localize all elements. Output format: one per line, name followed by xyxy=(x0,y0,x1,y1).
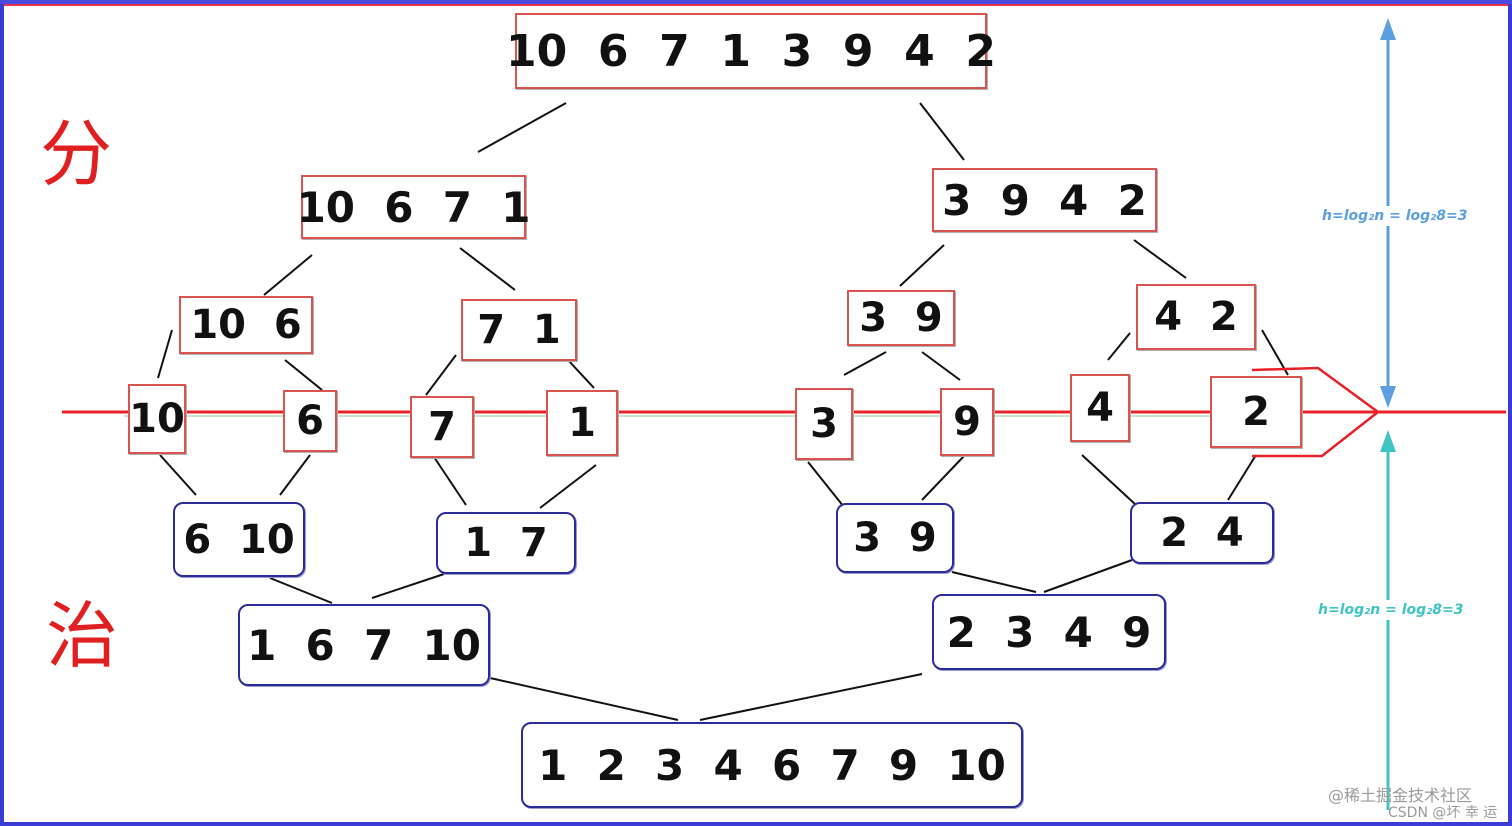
height-label-bottom: h=log₂n = log₂8=3 xyxy=(1318,600,1464,620)
edge-m17-mleft xyxy=(371,573,445,599)
split-node-7-1: 7 1 xyxy=(461,299,577,361)
edge-right-rr xyxy=(1133,239,1187,279)
merge-node-1-6-7-10: 1 6 7 10 xyxy=(238,604,490,686)
frame-right-border xyxy=(1508,0,1512,826)
edge-lr-1 xyxy=(567,359,595,389)
edge-root-left xyxy=(477,102,567,153)
watermark-csdn: CSDN @坏 幸 运 xyxy=(1388,805,1498,821)
merge-node-1-7: 1 7 xyxy=(436,512,576,574)
frame-bottom-border xyxy=(0,822,1512,826)
edge-rr-4 xyxy=(1107,332,1131,361)
leaf-7: 7 xyxy=(410,396,474,458)
leaf-2: 2 xyxy=(1210,376,1302,448)
split-node-right: 3 9 4 2 xyxy=(932,168,1157,232)
split-node-4-2: 4 2 xyxy=(1136,284,1256,350)
edge-mleft-final xyxy=(489,677,679,721)
edge-ll-10 xyxy=(157,329,173,379)
edge-right-rl xyxy=(899,244,945,287)
edge-rl-9 xyxy=(921,351,961,381)
split-node-10-6: 10 6 xyxy=(179,296,313,354)
edge-m39-mright xyxy=(951,571,1037,593)
leaf-1: 1 xyxy=(546,390,618,456)
edge-1-m xyxy=(539,464,597,509)
edge-2-m xyxy=(1227,454,1257,501)
merge-node-final: 1 2 3 4 6 7 9 10 xyxy=(521,722,1023,808)
leaf-9: 9 xyxy=(940,388,994,456)
frame-top-red-line xyxy=(4,4,1508,6)
edge-left-ll xyxy=(263,254,313,296)
merge-node-2-3-4-9: 2 3 4 9 xyxy=(932,594,1166,670)
edge-root-right xyxy=(919,102,965,161)
frame-top-border xyxy=(0,0,1512,4)
edge-10-m xyxy=(159,454,197,496)
watermark-juejin: @稀土掘金技术社区 xyxy=(1328,786,1473,805)
leaf-3: 3 xyxy=(795,388,853,460)
edge-m24-mright xyxy=(1043,559,1133,593)
leaf-6: 6 xyxy=(283,390,337,452)
split-node-left: 10 6 7 1 xyxy=(297,175,530,239)
cut-arrowhead xyxy=(1251,366,1381,458)
edge-m610-mleft xyxy=(269,577,333,604)
edge-rl-3 xyxy=(843,351,887,376)
edge-mright-final xyxy=(699,673,923,721)
edge-lr-7 xyxy=(425,354,457,396)
split-node-root: 10 6 7 1 3 9 4 2 xyxy=(506,13,996,89)
edge-rr-2 xyxy=(1261,329,1289,376)
edge-left-lr xyxy=(459,247,516,291)
conquer-label: 治 xyxy=(46,594,119,678)
merge-node-3-9: 3 9 xyxy=(836,503,954,573)
frame-left-border xyxy=(0,0,4,826)
height-label-top: h=log₂n = log₂8=3 xyxy=(1322,206,1468,226)
edge-ll-6 xyxy=(284,359,323,391)
height-arrow-bottom xyxy=(1380,430,1396,810)
edge-9-m xyxy=(921,454,966,501)
edge-7-m xyxy=(433,456,467,506)
edge-6-m xyxy=(279,454,311,496)
merge-node-6-10: 6 10 xyxy=(173,502,305,577)
split-node-3-9: 3 9 xyxy=(847,290,955,346)
merge-node-2-4: 2 4 xyxy=(1130,502,1274,564)
edge-4-m xyxy=(1081,454,1137,506)
leaf-10: 10 xyxy=(128,384,186,454)
divide-label: 分 xyxy=(40,112,113,196)
leaf-4: 4 xyxy=(1070,374,1130,442)
